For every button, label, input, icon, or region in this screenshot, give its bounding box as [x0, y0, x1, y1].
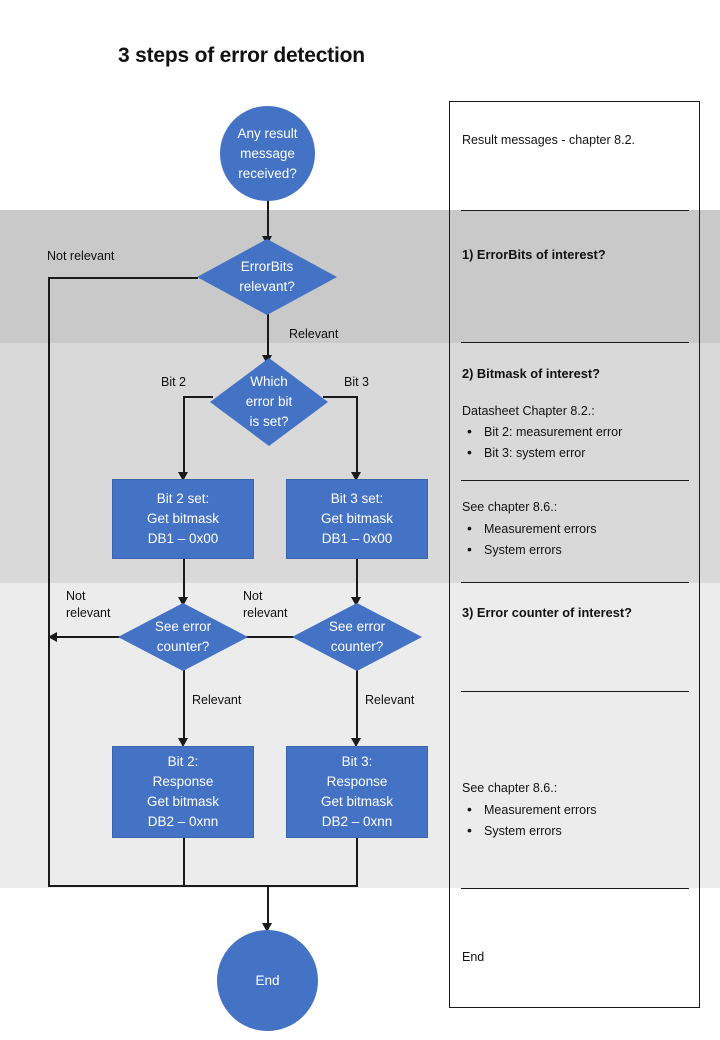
- arrowhead-to-counter-left: [178, 597, 189, 606]
- arrowhead-to-counter-right: [351, 597, 362, 606]
- node-bit3-set[interactable]: Bit 3 set: Get bitmask DB1 – 0x00: [286, 479, 428, 559]
- list-item: Bit 2: measurement error: [462, 421, 622, 443]
- connector-whichbit-bit2-v: [183, 396, 185, 478]
- panel-heading-error-counter: 3) Error counter of interest?: [462, 605, 632, 620]
- panel-divider-3: [461, 480, 689, 482]
- node-bit2-set[interactable]: Bit 2 set: Get bitmask DB1 – 0x00: [112, 479, 254, 559]
- connector-whichbit-bit2-h: [183, 396, 213, 398]
- node-decision-error-counter-left-label: See error counter?: [154, 619, 212, 654]
- arrowhead-rail-left: [48, 631, 57, 642]
- phase-band-errorbits: [0, 210, 720, 343]
- panel-divider-4: [461, 582, 689, 584]
- arrowhead-to-end: [262, 923, 273, 932]
- arrowhead-to-bit2-response: [178, 738, 189, 747]
- panel-divider-5: [461, 691, 689, 693]
- node-bit2-response[interactable]: Bit 2: Response Get bitmask DB2 – 0xnn: [112, 746, 254, 838]
- edge-label-relevant-left: Relevant: [192, 693, 242, 707]
- connector-bit3set-to-counter: [356, 559, 358, 603]
- connector-errorbits-to-whichbit: [267, 313, 269, 361]
- edge-label-bit3: Bit 3: [344, 375, 370, 389]
- panel-divider-1: [461, 210, 689, 212]
- connector-counterleft-not-relevant: [52, 636, 120, 638]
- list-item: System errors: [462, 539, 597, 561]
- node-decision-error-counter-left[interactable]: See error counter?: [118, 603, 248, 671]
- edge-label-relevant-right: Relevant: [365, 693, 415, 707]
- node-decision-error-counter-right-label: See error counter?: [328, 619, 386, 654]
- arrowhead-to-bit3-set: [351, 472, 362, 481]
- panel-bitmask-list: Bit 2: measurement error Bit 3: system e…: [462, 421, 622, 464]
- node-start[interactable]: Any result message received?: [220, 106, 315, 201]
- node-bit3-response[interactable]: Bit 3: Response Get bitmask DB2 – 0xnn: [286, 746, 428, 838]
- connector-errorbits-not-relevant: [48, 277, 198, 279]
- panel-heading-bitmask: 2) Bitmask of interest?: [462, 366, 600, 381]
- node-end[interactable]: End: [217, 930, 318, 1031]
- connector-merge-to-end: [267, 885, 269, 929]
- node-decision-error-counter-right[interactable]: See error counter?: [292, 603, 422, 671]
- connector-whichbit-bit3-v: [356, 396, 358, 478]
- edge-label-not-relevant-left: Not relevant: [66, 589, 111, 620]
- reference-panel: Result messages - chapter 8.2. 1) ErrorB…: [449, 101, 700, 1008]
- edge-label-relevant-errorbits: Relevant: [289, 327, 339, 341]
- merge-bar-horizontal: [48, 885, 358, 887]
- arrowhead-to-bit2-set: [178, 472, 189, 481]
- panel-divider-2: [461, 342, 689, 344]
- connector-bit2response-down: [183, 837, 185, 886]
- list-item: Measurement errors: [462, 518, 597, 540]
- feedback-rail-vertical: [48, 277, 50, 886]
- connector-bit2set-to-counter: [183, 559, 185, 603]
- panel-end: End: [462, 950, 485, 964]
- node-decision-errorbits-label: ErrorBits relevant?: [239, 259, 295, 294]
- panel-divider-6: [461, 888, 689, 890]
- panel-counter-list: Measurement errors System errors: [462, 799, 597, 842]
- connector-counterleft-relevant: [183, 670, 185, 744]
- list-item: Bit 3: system error: [462, 442, 622, 464]
- node-decision-which-bit-label: Which error bit is set?: [245, 374, 293, 429]
- edge-label-not-relevant-right: Not relevant: [243, 589, 288, 620]
- connector-whichbit-bit3-h: [323, 396, 357, 398]
- node-decision-errorbits[interactable]: ErrorBits relevant?: [197, 239, 337, 315]
- panel-counter-source: See chapter 8.6.:: [462, 781, 558, 795]
- panel-heading-errorbits: 1) ErrorBits of interest?: [462, 247, 606, 262]
- panel-result-messages: Result messages - chapter 8.2.: [462, 133, 635, 147]
- connector-start-to-errorbits: [267, 199, 269, 241]
- node-decision-which-bit[interactable]: Which error bit is set?: [210, 358, 328, 446]
- list-item: Measurement errors: [462, 799, 597, 821]
- connector-counterright-relevant: [356, 670, 358, 744]
- page-title: 3 steps of error detection: [118, 44, 365, 67]
- connector-counterright-not-relevant: [246, 636, 294, 638]
- panel-bitmask-list-2: Measurement errors System errors: [462, 518, 597, 561]
- edge-label-not-relevant-errorbits: Not relevant: [47, 249, 115, 263]
- arrowhead-to-bit3-response: [351, 738, 362, 747]
- connector-bit3response-down: [356, 837, 358, 886]
- list-item: System errors: [462, 820, 597, 842]
- panel-bitmask-source-2: See chapter 8.6.:: [462, 500, 558, 514]
- edge-label-bit2: Bit 2: [161, 375, 187, 389]
- panel-bitmask-source: Datasheet Chapter 8.2.:: [462, 404, 595, 418]
